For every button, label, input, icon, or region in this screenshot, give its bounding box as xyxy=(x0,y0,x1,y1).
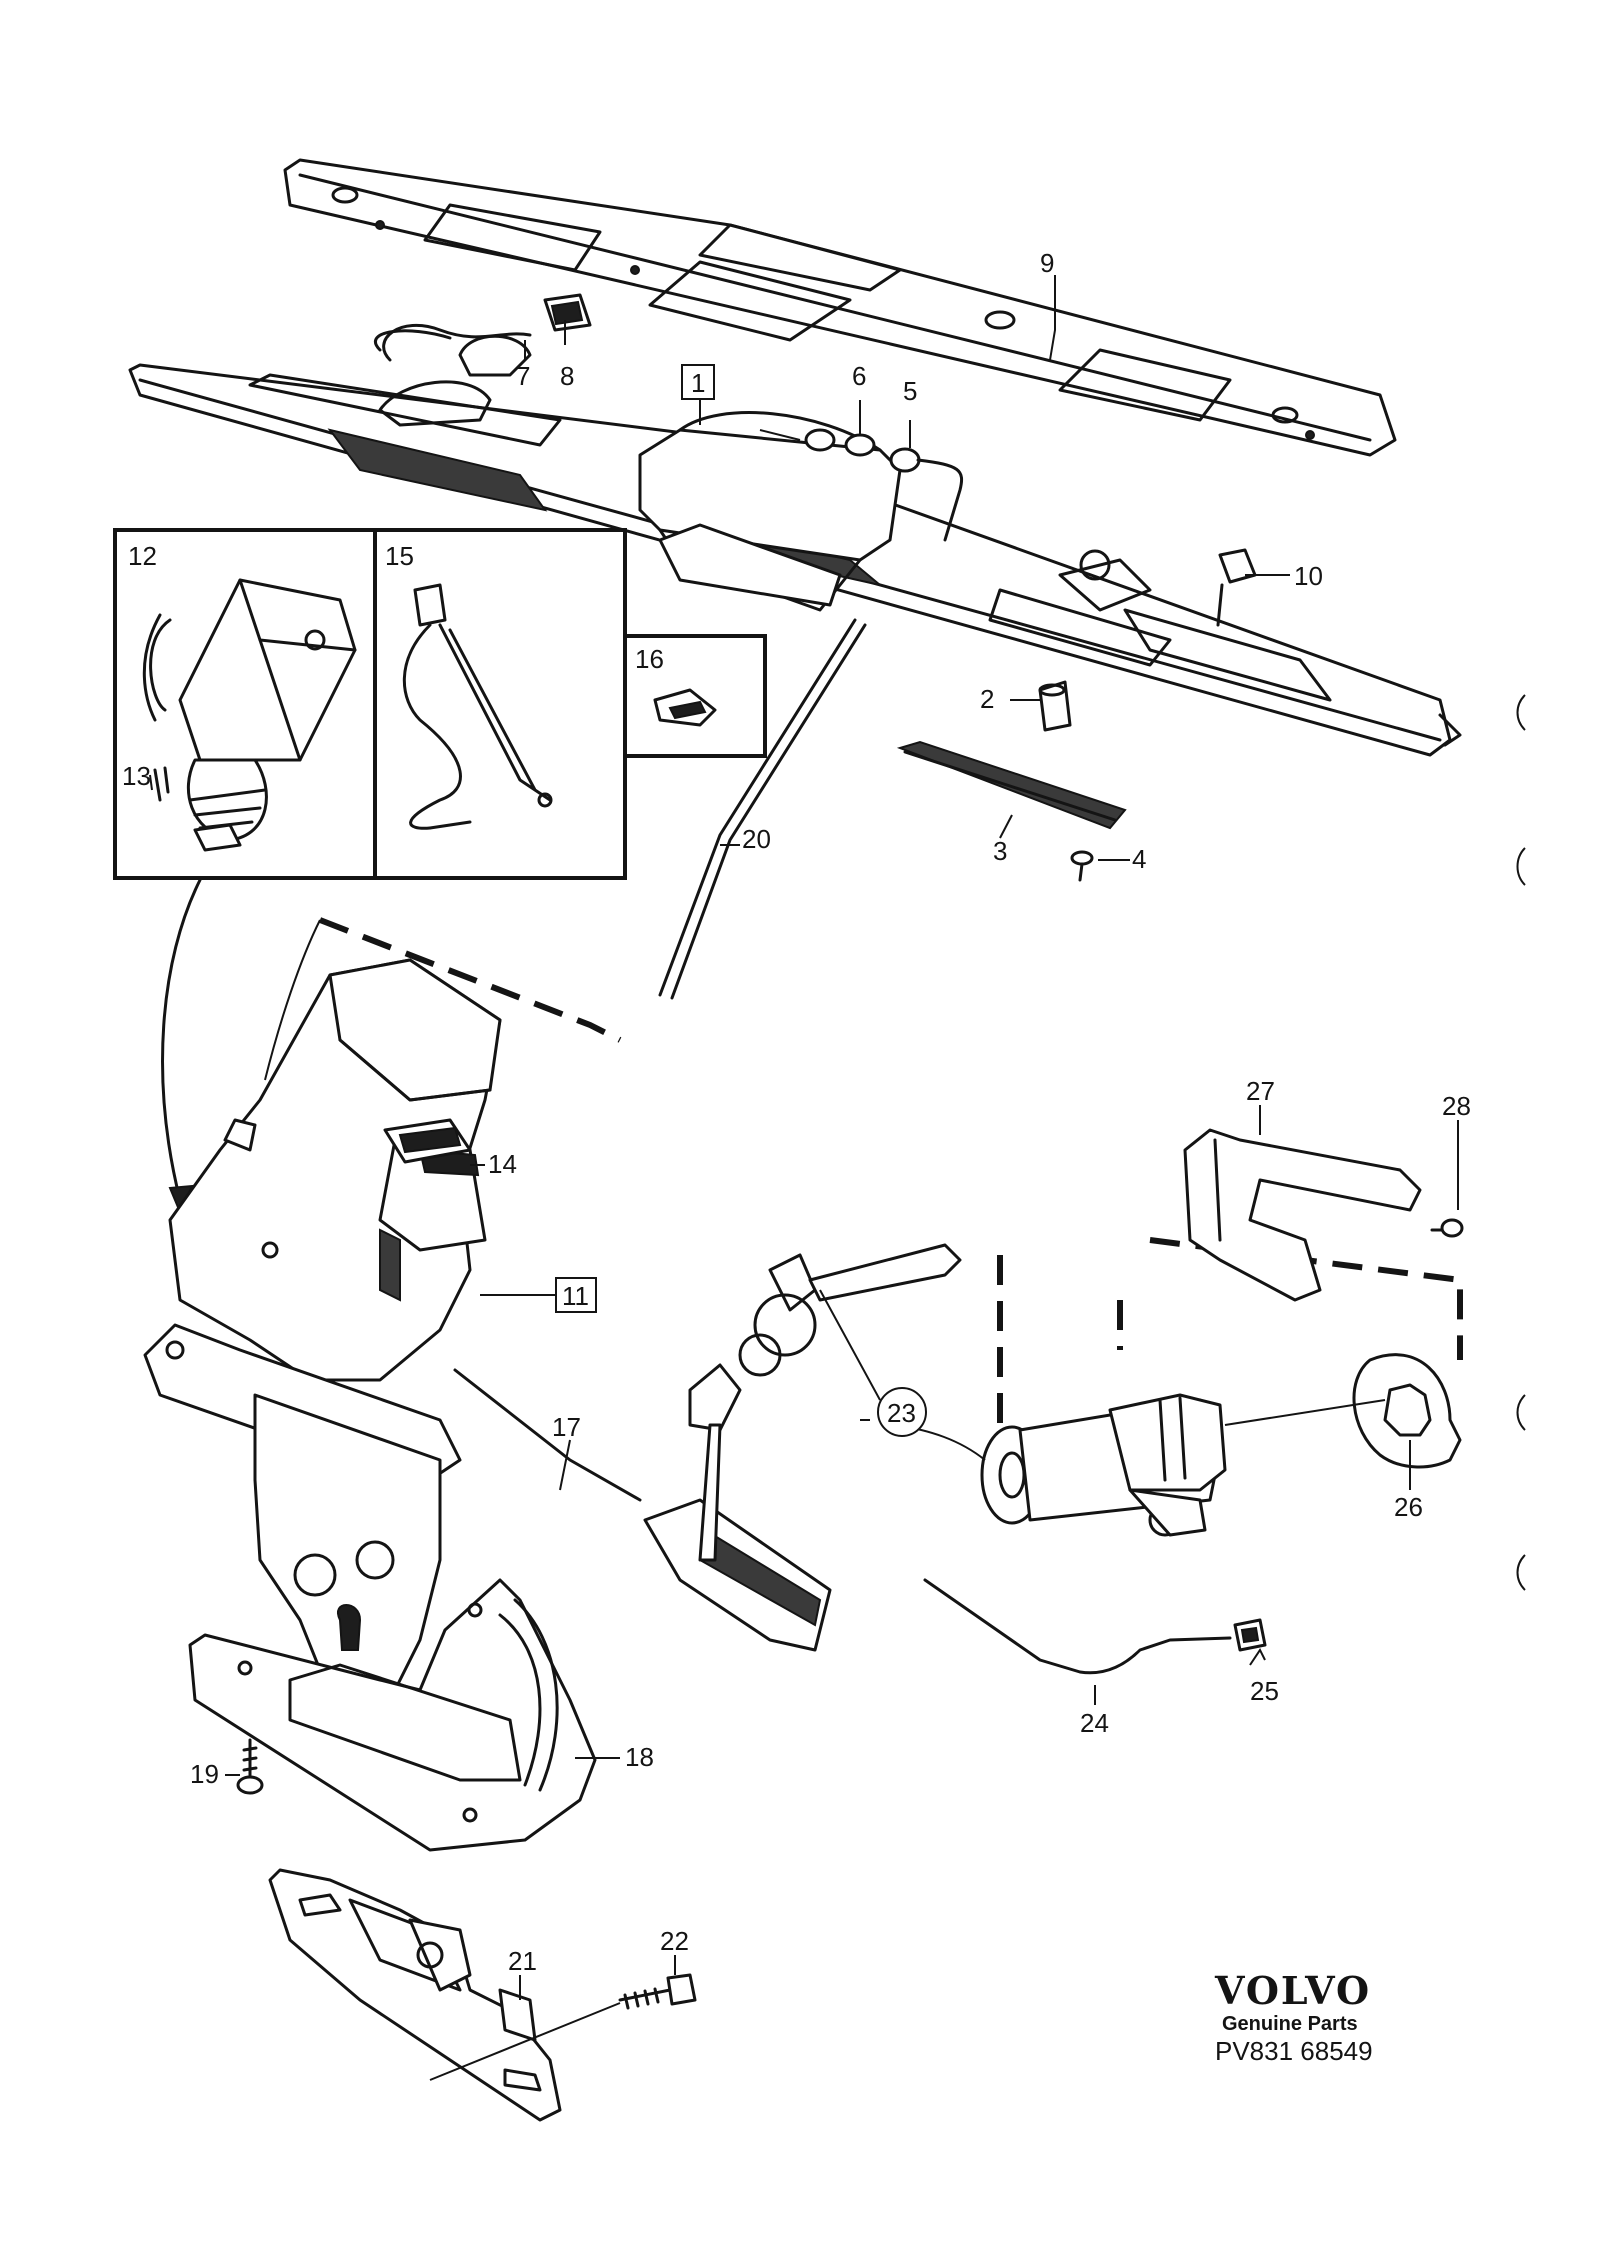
label-10: 10 xyxy=(1294,561,1323,591)
label-13: 13 xyxy=(122,761,151,791)
label-2: 2 xyxy=(980,684,994,714)
margin-marks xyxy=(1516,694,1526,1591)
label-24: 24 xyxy=(1080,1708,1109,1738)
label-6: 6 xyxy=(852,361,866,391)
label-11-box xyxy=(555,1277,597,1313)
trim-strip-9 xyxy=(283,158,1397,457)
retainer-26 xyxy=(1224,1353,1462,1469)
label-18: 18 xyxy=(625,1742,654,1772)
label-23-circle xyxy=(877,1387,927,1437)
label-12: 12 xyxy=(128,541,157,571)
wire-harness-15 xyxy=(402,583,553,830)
bulb-2 xyxy=(1038,680,1072,732)
label-21: 21 xyxy=(508,1946,537,1976)
key-guide xyxy=(643,1498,832,1652)
connector-14 xyxy=(383,1118,472,1164)
label-20: 20 xyxy=(742,824,771,854)
nut-5 xyxy=(889,447,964,542)
label-23: 23 xyxy=(887,1398,916,1428)
arrow-to-lock xyxy=(161,878,202,1215)
bolt-19 xyxy=(236,1738,264,1795)
part-reference: PV831 68549 xyxy=(1215,2036,1373,2066)
striker-plate-18 xyxy=(188,1578,597,1852)
label-28: 28 xyxy=(1442,1091,1471,1121)
actuator-motor-12 xyxy=(142,578,357,852)
label-19: 19 xyxy=(190,1759,219,1789)
wiring-7 xyxy=(374,324,532,377)
lock-body-11 xyxy=(168,958,502,1382)
label-8: 8 xyxy=(560,361,574,391)
cable-17 xyxy=(453,1368,642,1502)
clip-25 xyxy=(1233,1618,1267,1652)
clip-16 xyxy=(653,688,717,727)
brand-name: VOLVO xyxy=(1214,1968,1371,2013)
label-1: 1 xyxy=(691,368,705,398)
screw-4 xyxy=(1070,850,1094,882)
rod-20 xyxy=(658,618,867,1000)
label-27: 27 xyxy=(1246,1076,1275,1106)
bracket-21 xyxy=(268,1868,562,2122)
label-15: 15 xyxy=(385,541,414,571)
label-22: 22 xyxy=(660,1926,689,1956)
label-7: 7 xyxy=(516,361,530,391)
latch-bracket xyxy=(143,1323,462,1702)
leader-lines xyxy=(149,275,1459,2000)
lens-3 xyxy=(896,740,1127,830)
label-4: 4 xyxy=(1132,844,1146,874)
label-14: 14 xyxy=(488,1149,517,1179)
label-11: 11 xyxy=(562,1281,589,1311)
label-9: 9 xyxy=(1040,248,1054,278)
label-25: 25 xyxy=(1250,1676,1279,1706)
label-3: 3 xyxy=(993,836,1007,866)
bolt-22 xyxy=(429,1973,697,2081)
handle-1 xyxy=(638,411,902,612)
label-17: 17 xyxy=(552,1412,581,1442)
label-16: 16 xyxy=(635,644,664,674)
bracket-27 xyxy=(1183,1128,1422,1302)
label-26: 26 xyxy=(1394,1492,1423,1522)
label-1-box xyxy=(681,364,715,400)
label-5: 5 xyxy=(903,376,917,406)
clip-13 xyxy=(153,766,170,802)
volvo-mark: VOLVO Genuine Parts PV831 68549 xyxy=(1214,1968,1373,2066)
rod-24 xyxy=(923,1578,1232,1675)
nut-10 xyxy=(1216,548,1257,627)
keys-23 xyxy=(688,1243,962,1562)
lock-cylinder xyxy=(980,1393,1227,1537)
screw-28 xyxy=(1430,1218,1464,1238)
connector-8 xyxy=(543,293,592,332)
brand-tagline: Genuine Parts xyxy=(1222,2013,1358,2035)
part-labels: 9 7 8 1 6 5 10 2 3 4 12 13 15 16 20 14 1… xyxy=(122,248,1471,1976)
